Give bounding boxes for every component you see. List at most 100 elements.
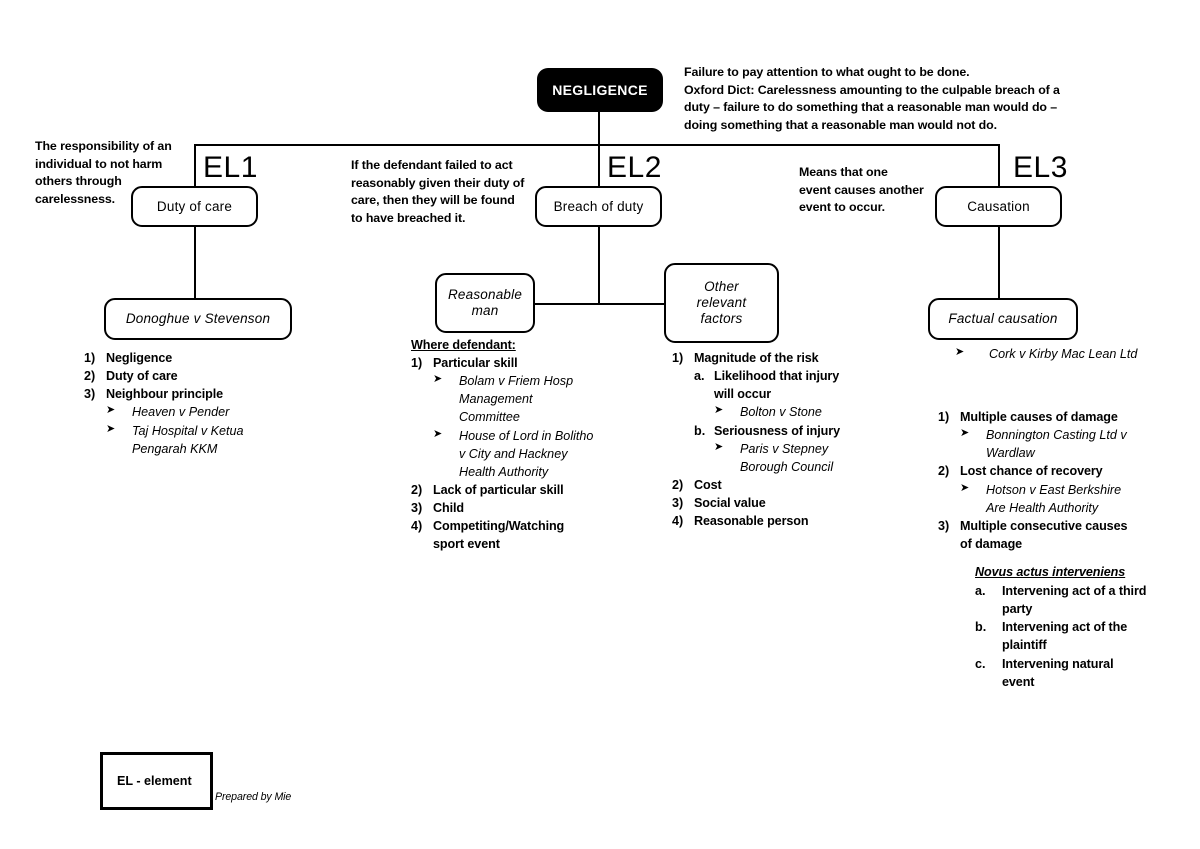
- list-text: Lost chance of recovery: [960, 464, 1103, 479]
- list-marker: [960, 444, 986, 462]
- list-item: 1) Negligence: [84, 349, 314, 367]
- list-marker: 3): [411, 501, 423, 515]
- list-text: Lack of particular skill: [433, 482, 564, 497]
- connector-duty-to-donoghue: [194, 227, 196, 298]
- node-factual-causation[interactable]: Factual causation: [928, 298, 1078, 340]
- list-item: a. Intervening act of a third: [975, 582, 1175, 600]
- node-factual-causation-label: Factual causation: [948, 311, 1058, 327]
- list-text: Child: [433, 501, 464, 515]
- node-other-factors-label-1: Other: [704, 279, 739, 295]
- list-text: of damage: [960, 536, 1023, 551]
- list-text: Seriousness of injury: [714, 423, 840, 438]
- node-duty-of-care[interactable]: Duty of care: [131, 186, 258, 227]
- arrow-bullet-icon: ➤: [955, 346, 965, 358]
- node-negligence[interactable]: NEGLIGENCE: [537, 68, 663, 112]
- list-item: b. Seriousness of injury: [694, 422, 887, 440]
- list-item: c. Intervening natural: [975, 655, 1175, 673]
- list-marker: b.: [975, 620, 987, 635]
- list-marker: 2): [84, 369, 96, 384]
- node-reasonable-man[interactable]: Reasonable man: [435, 273, 535, 333]
- list-text: Pengarah KKM: [132, 441, 218, 456]
- arrow-bullet-icon: ➤: [106, 422, 116, 435]
- list-item: 2) Lack of particular skill: [411, 481, 611, 499]
- definition-line-4: doing something that a reasonable man wo…: [684, 117, 997, 132]
- list-text: Committee: [459, 410, 520, 425]
- list-text: sport event: [433, 537, 500, 552]
- list-item: v City and Hackney: [433, 445, 611, 463]
- node-other-factors-label-3: factors: [700, 310, 743, 326]
- list-item: 1) Magnitude of the risk: [672, 349, 887, 367]
- list-item: ➤ Bolam v Friem Hosp: [433, 372, 611, 390]
- el3-tag: EL3: [1013, 151, 1068, 184]
- connector-bus-to-el2: [598, 144, 600, 186]
- list-text: Paris v Stepney: [740, 441, 829, 456]
- list-marker: 2): [938, 464, 950, 479]
- node-breach-of-duty[interactable]: Breach of duty: [535, 186, 662, 227]
- list-item: 2) Duty of care: [84, 367, 314, 385]
- list-item: plaintiff: [975, 636, 1175, 654]
- list-text: House of Lord in Bolitho: [459, 428, 594, 443]
- connector-root-down: [598, 112, 600, 145]
- list-factual-causation-case: ➤ Cork v Kirby Mac Lean Ltd: [955, 345, 1185, 363]
- list-item: 4) Competiting/Watching: [411, 517, 611, 535]
- list-marker: [433, 390, 459, 408]
- list-item: ➤ Hotson v East Berkshire: [960, 481, 1153, 499]
- node-reasonable-man-label-1: Reasonable: [447, 287, 523, 303]
- el2-note-line-1: If the defendant failed to act: [351, 158, 513, 172]
- arrow-bullet-icon: ➤: [106, 404, 116, 417]
- list-text: Multiple consecutive causes: [960, 518, 1128, 533]
- list-item: 1) Multiple causes of damage: [938, 408, 1153, 426]
- list-text: Are Health Authority: [986, 500, 1099, 515]
- list-marker: [106, 440, 132, 458]
- list-text: Likelihood that injury: [714, 369, 840, 384]
- el2-note-line-2: reasonably given their duty of: [351, 175, 525, 190]
- list-item: Wardlaw: [960, 444, 1153, 462]
- legend-key-box: EL - element: [100, 752, 213, 810]
- list-item: Are Health Authority: [960, 499, 1153, 517]
- el2-note-line-4: to have breached it.: [351, 210, 466, 225]
- list-item: 3) Neighbour principle: [84, 385, 314, 403]
- list-text: v City and Hackney: [459, 446, 568, 461]
- el3-note: Means that one event causes another even…: [799, 164, 939, 217]
- list-text: Social value: [694, 496, 766, 510]
- node-other-relevant-factors[interactable]: Other relevant factors: [664, 263, 779, 343]
- arrow-bullet-icon: ➤: [960, 481, 970, 494]
- list-marker: c.: [975, 656, 986, 671]
- el3-note-line-3: event to occur.: [799, 200, 885, 215]
- list-text: Neighbour principle: [106, 387, 224, 402]
- node-donoghue-label: Donoghue v Stevenson: [125, 311, 271, 327]
- list-marker: 4): [672, 514, 684, 529]
- list-marker: 1): [411, 356, 423, 370]
- list-marker: [433, 408, 459, 426]
- list-where-defendant: 1) Particular skill ➤ Bolam v Friem Hosp…: [411, 354, 611, 553]
- list-marker: [411, 535, 433, 553]
- list-item: Committee: [433, 408, 611, 426]
- node-donoghue-v-stevenson[interactable]: Donoghue v Stevenson: [104, 298, 292, 340]
- list-item: of damage: [938, 535, 1153, 553]
- el2-tag: EL2: [607, 151, 662, 184]
- list-item: 2) Cost: [672, 476, 887, 494]
- node-causation[interactable]: Causation: [935, 186, 1062, 227]
- arrow-bullet-icon: ➤: [714, 404, 724, 417]
- list-text: Cork v Kirby Mac Lean Ltd: [989, 347, 1138, 361]
- list-marker: 1): [672, 351, 684, 365]
- list-marker: a.: [975, 584, 986, 598]
- list-novus-actus: a. Intervening act of a third party b. I…: [975, 582, 1175, 691]
- node-reasonable-man-label-2: man: [471, 303, 499, 318]
- list-item: 3) Multiple consecutive causes: [938, 517, 1153, 535]
- list-text: Health Authority: [459, 464, 549, 479]
- arrow-bullet-icon: ➤: [960, 427, 970, 440]
- list-marker: [975, 600, 1002, 618]
- list-marker: 3): [938, 518, 950, 533]
- list-text: Duty of care: [106, 369, 178, 384]
- list-text: plaintiff: [1002, 638, 1047, 653]
- node-negligence-label: NEGLIGENCE: [552, 82, 648, 98]
- prepared-by-credit: Prepared by Mie: [215, 791, 292, 803]
- definition-line-2: Oxford Dict: Carelessness amounting to t…: [684, 82, 1060, 97]
- list-item: 3) Social value: [672, 494, 887, 512]
- list-item: 3) Child: [411, 499, 611, 517]
- list-item: ➤ Paris v Stepney: [714, 440, 887, 458]
- where-defendant-heading: Where defendant:: [411, 338, 516, 352]
- connector-breach-down: [598, 227, 600, 305]
- negligence-definition: Failure to pay attention to what ought t…: [684, 64, 1084, 134]
